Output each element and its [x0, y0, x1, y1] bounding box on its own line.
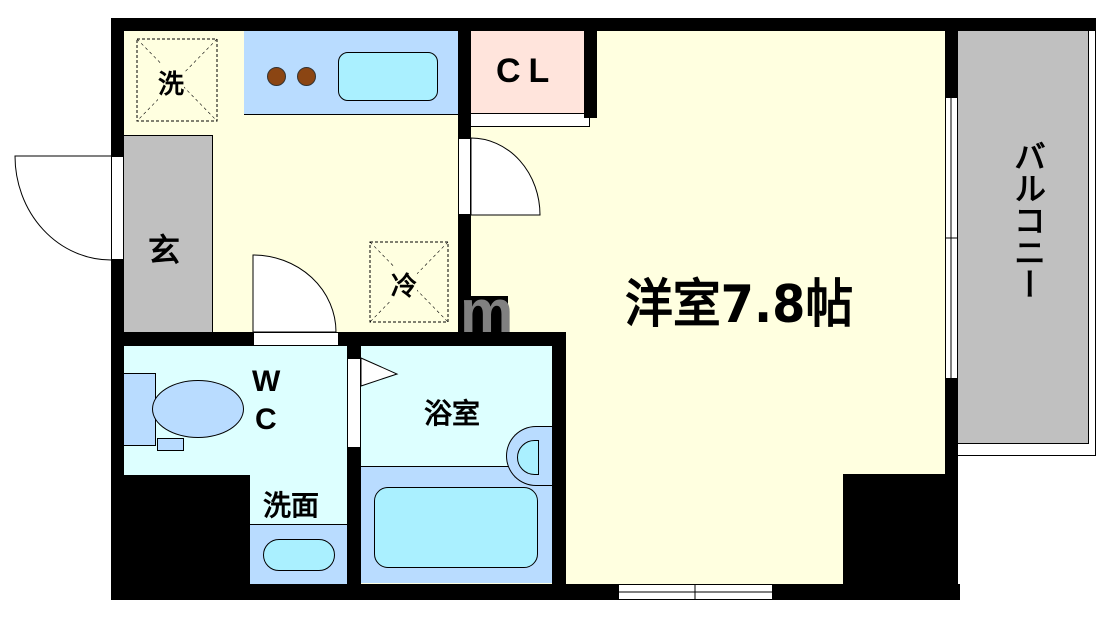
wall-wet-top-2 [339, 332, 565, 346]
wc-label-w: W [252, 365, 281, 398]
toilet-tank-icon [123, 373, 156, 446]
closet-label: CL [496, 52, 558, 90]
bathtub-icon [374, 487, 538, 568]
balcony-area [958, 30, 1089, 444]
closet-room [470, 31, 584, 114]
wall-left-upper [111, 18, 124, 156]
washbasin-icon [263, 539, 335, 571]
toilet-paper-icon [157, 438, 184, 451]
burner-icon [267, 67, 286, 86]
watermark: m [460, 278, 514, 345]
kitchen-sink-icon [338, 52, 438, 101]
entrance-door-swing-icon [14, 155, 112, 261]
wall-pillar [458, 296, 508, 336]
entrance-door-opening[interactable] [111, 156, 124, 260]
washroom-label: 洗面 [263, 489, 320, 522]
entrance-label: 玄 [148, 231, 181, 269]
wall-bottom-left [111, 584, 618, 600]
toilet-bowl-icon [152, 380, 244, 438]
wall-block [111, 475, 250, 600]
wall-right-upper [945, 18, 958, 98]
bath-door-icon [360, 357, 399, 387]
wall-kitchen-partition-top [458, 18, 471, 138]
fridge-label: 冷 [391, 266, 418, 303]
wall-closet-right [584, 18, 597, 118]
wall-wet-top [111, 332, 253, 346]
burner-icon [297, 67, 316, 86]
wc-door-swing-icon [252, 254, 337, 333]
washer-space-icon [136, 38, 218, 122]
balcony-label: バルコニー [1009, 140, 1047, 300]
wc-label-c: C [255, 403, 277, 436]
bathroom-label: 浴室 [424, 397, 481, 430]
room-door-swing-icon [470, 137, 541, 216]
laundry-label: 洗 [158, 64, 185, 101]
wall-corner-block [843, 474, 958, 600]
entrance-area [123, 135, 213, 333]
western-room-label: 洋室7.8帖 [625, 275, 854, 335]
bath-door-opening[interactable] [347, 358, 361, 448]
wall-bath-right [552, 332, 566, 600]
closet-door-rail [470, 113, 590, 127]
wall-top [111, 18, 1096, 31]
